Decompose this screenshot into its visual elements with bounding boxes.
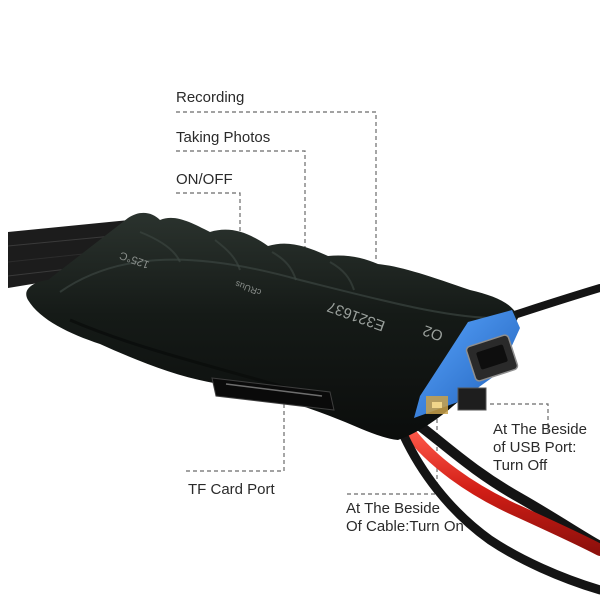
leader-line-on-off [176, 192, 241, 236]
leader-line-taking-photos [176, 150, 306, 250]
label-on-off: ON/OFF [176, 171, 233, 188]
power-cable [399, 415, 600, 595]
leader-line-recording [176, 111, 377, 260]
label-turn-off: At The Beside of USB Port: Turn Off [493, 421, 587, 474]
print-suffix: O2 [421, 321, 446, 344]
tf-card-slot [211, 377, 335, 411]
label-taking-photos: Taking Photos [176, 129, 271, 146]
label-tf-card-port: TF Card Port [188, 481, 275, 498]
black-wire-right [501, 284, 600, 322]
pcb-end [414, 310, 520, 418]
label-turn-on: At The Beside Of Cable:Turn On [346, 500, 464, 535]
label-recording: Recording [176, 89, 245, 106]
leader-line-tf-card [186, 404, 285, 472]
switch-housing [457, 387, 487, 411]
leader-line-turn-off [490, 403, 549, 432]
module-body: 125°C cRUus E321637 O2 [26, 212, 519, 440]
